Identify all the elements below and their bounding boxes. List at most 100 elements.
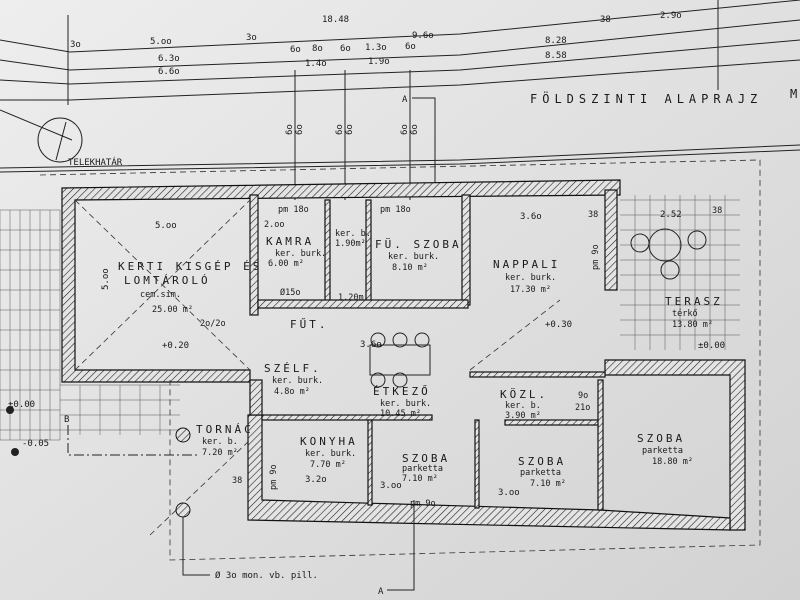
room-szelf: SZÉLF. ker. burk. 4.8o m²	[264, 362, 323, 397]
room-name: SZOBA	[637, 432, 685, 445]
room-name: TERASZ	[665, 295, 723, 308]
section-mark-b: B	[64, 415, 69, 425]
dim-6-30: 6.3o	[158, 54, 180, 64]
paving-grid	[0, 195, 740, 441]
dim-8-58: 8.58	[545, 51, 567, 61]
room-area: 7.20 m²	[202, 448, 238, 458]
room-dim: 38	[588, 210, 598, 220]
dim-3o-b: 3o	[246, 33, 257, 43]
level-mark: +0.20	[162, 341, 189, 351]
room-dim: 1.20m	[338, 293, 364, 303]
room-kerti: KERTI KISGÉP ÉS LOMTÁROLÓ cem.sim. 25.00…	[101, 221, 259, 351]
room-name: ÉTKEZŐ	[373, 384, 431, 398]
room-nappali: NAPPALI ker. burk. 17.30 m² 3.6o +0.30 p…	[493, 210, 601, 330]
room-name: LOMTÁROLÓ	[124, 274, 211, 287]
room-dim: 5.oo	[155, 221, 177, 231]
level-marker-icon	[6, 406, 14, 414]
room-floor: térkő	[672, 308, 698, 319]
room-szoba-2: SZOBA parketta 7.10 m² 3.oo	[498, 455, 566, 498]
room-area: 4.8o m²	[274, 387, 310, 397]
room-kamra: KAMRA ker. burk. 6.00 m² 2.oo pm 18o Ø15…	[264, 205, 326, 298]
room-area: 10.45 m²	[380, 409, 421, 419]
dim-v-6o: 6o	[410, 124, 420, 135]
room-area: 7.10 m²	[402, 474, 438, 484]
north-arrow-icon	[0, 109, 83, 163]
dim-v-6o: 6o	[285, 124, 295, 135]
room-name: SZÉLF.	[264, 362, 322, 375]
room-floor: cem.sim.	[140, 290, 181, 300]
window-dim: pm 9o	[269, 464, 279, 490]
room-area: 8.10 m²	[392, 263, 428, 273]
dim-total: 18.48	[322, 15, 349, 25]
room-dim: 9o	[578, 391, 588, 401]
room-dim: 5.oo	[101, 268, 111, 290]
room-floor: parketta	[642, 446, 683, 456]
dim-6o-a: 6o	[290, 45, 301, 55]
room-floor: ker. burk.	[275, 249, 326, 259]
room-dim: 3.6o	[520, 212, 542, 222]
room-floor: ker. b.	[202, 437, 238, 447]
room-floor: ker. burk.	[505, 273, 556, 283]
room-name: SZOBA	[518, 455, 566, 468]
room-dim: 3.oo	[498, 488, 520, 498]
drawing-title: FÖLDSZINTI ALAPRAJZ	[530, 90, 762, 106]
top-dimension-lines	[0, 0, 800, 200]
section-line-b	[67, 425, 200, 456]
level-marker-icon	[11, 448, 19, 456]
section-line-a-bottom	[387, 500, 415, 591]
room-tornac: TORNÁC ker. b. 7.20 m² 38	[196, 423, 251, 486]
room-dim: 3.2o	[305, 475, 327, 485]
window-dim: pm 18o	[278, 205, 309, 215]
dim-v-6o: 6o	[400, 124, 410, 135]
room-furdo: FÜ. SZOBA ker. burk. 8.10 m² pm 18o	[375, 205, 462, 273]
room-floor: ker. burk.	[388, 252, 439, 262]
room-dim: 21o	[575, 403, 590, 413]
room-name: KÖZL.	[500, 388, 548, 401]
room-area: 25.00 m²	[152, 305, 193, 315]
room-name: KONYHA	[300, 435, 358, 448]
dim-1-90: 1.9o	[368, 57, 390, 67]
room-area: 1.90m²	[335, 239, 366, 249]
room-name: FÜ. SZOBA	[375, 238, 462, 251]
dim-9-60: 9.6o	[412, 31, 434, 41]
level-porch: ±0.00	[8, 400, 35, 410]
level-mark: +0.30	[545, 320, 572, 330]
level-mark: ±0.00	[698, 341, 725, 351]
room-area: 7.70 m²	[310, 460, 346, 470]
window-dim: pm 9o	[591, 244, 601, 270]
dim-1-40: 1.4o	[305, 59, 327, 69]
column-icon	[175, 502, 191, 518]
dim-6-60: 6.6o	[158, 67, 180, 77]
section-mark-a-bottom: A	[378, 587, 384, 597]
room-fut: FŰT. 2o/2o	[200, 317, 326, 331]
dim-6o-c: 6o	[405, 42, 416, 52]
plot-boundary-line	[0, 144, 800, 169]
room-etkezo: ÉTKEZŐ ker. burk. 10.45 m² 3.6o	[360, 340, 431, 419]
dim-1-30: 1.3o	[365, 43, 387, 53]
room-floor: ker. burk.	[380, 399, 431, 409]
room-dim: 2.oo	[264, 220, 284, 230]
room-area: 7.10 m²	[530, 479, 566, 489]
room-wc: ker. b. 1.90m² 1.20m	[335, 229, 371, 303]
room-dim: Ø15o	[280, 287, 300, 298]
terrace-table-icon	[630, 228, 707, 280]
building-walls	[61, 179, 746, 531]
dim-5-00: 5.oo	[150, 37, 172, 47]
room-dim: 3.6o	[360, 340, 382, 350]
dim-8o: 8o	[312, 44, 323, 54]
drawing-title-tail: M	[790, 87, 800, 101]
room-name: SZOBA	[402, 452, 450, 465]
roof-ridge-lines-2	[149, 299, 561, 536]
dim-v-6o: 6o	[345, 124, 355, 135]
room-area: 13.80 m²	[672, 320, 713, 330]
room-area: 17.30 m²	[510, 285, 551, 295]
room-name: KAMRA	[266, 235, 314, 248]
room-konyha: KONYHA ker. burk. 7.70 m² 3.2o pm 9o	[269, 435, 358, 490]
room-floor: parketta	[520, 468, 561, 478]
room-area: 18.80 m²	[652, 457, 693, 467]
roof-ridge-lines	[74, 199, 251, 371]
level-ground: -0.05	[22, 439, 49, 449]
dim-2-90: 2.9o	[660, 11, 682, 21]
window-dim: pm 9o	[410, 499, 436, 509]
